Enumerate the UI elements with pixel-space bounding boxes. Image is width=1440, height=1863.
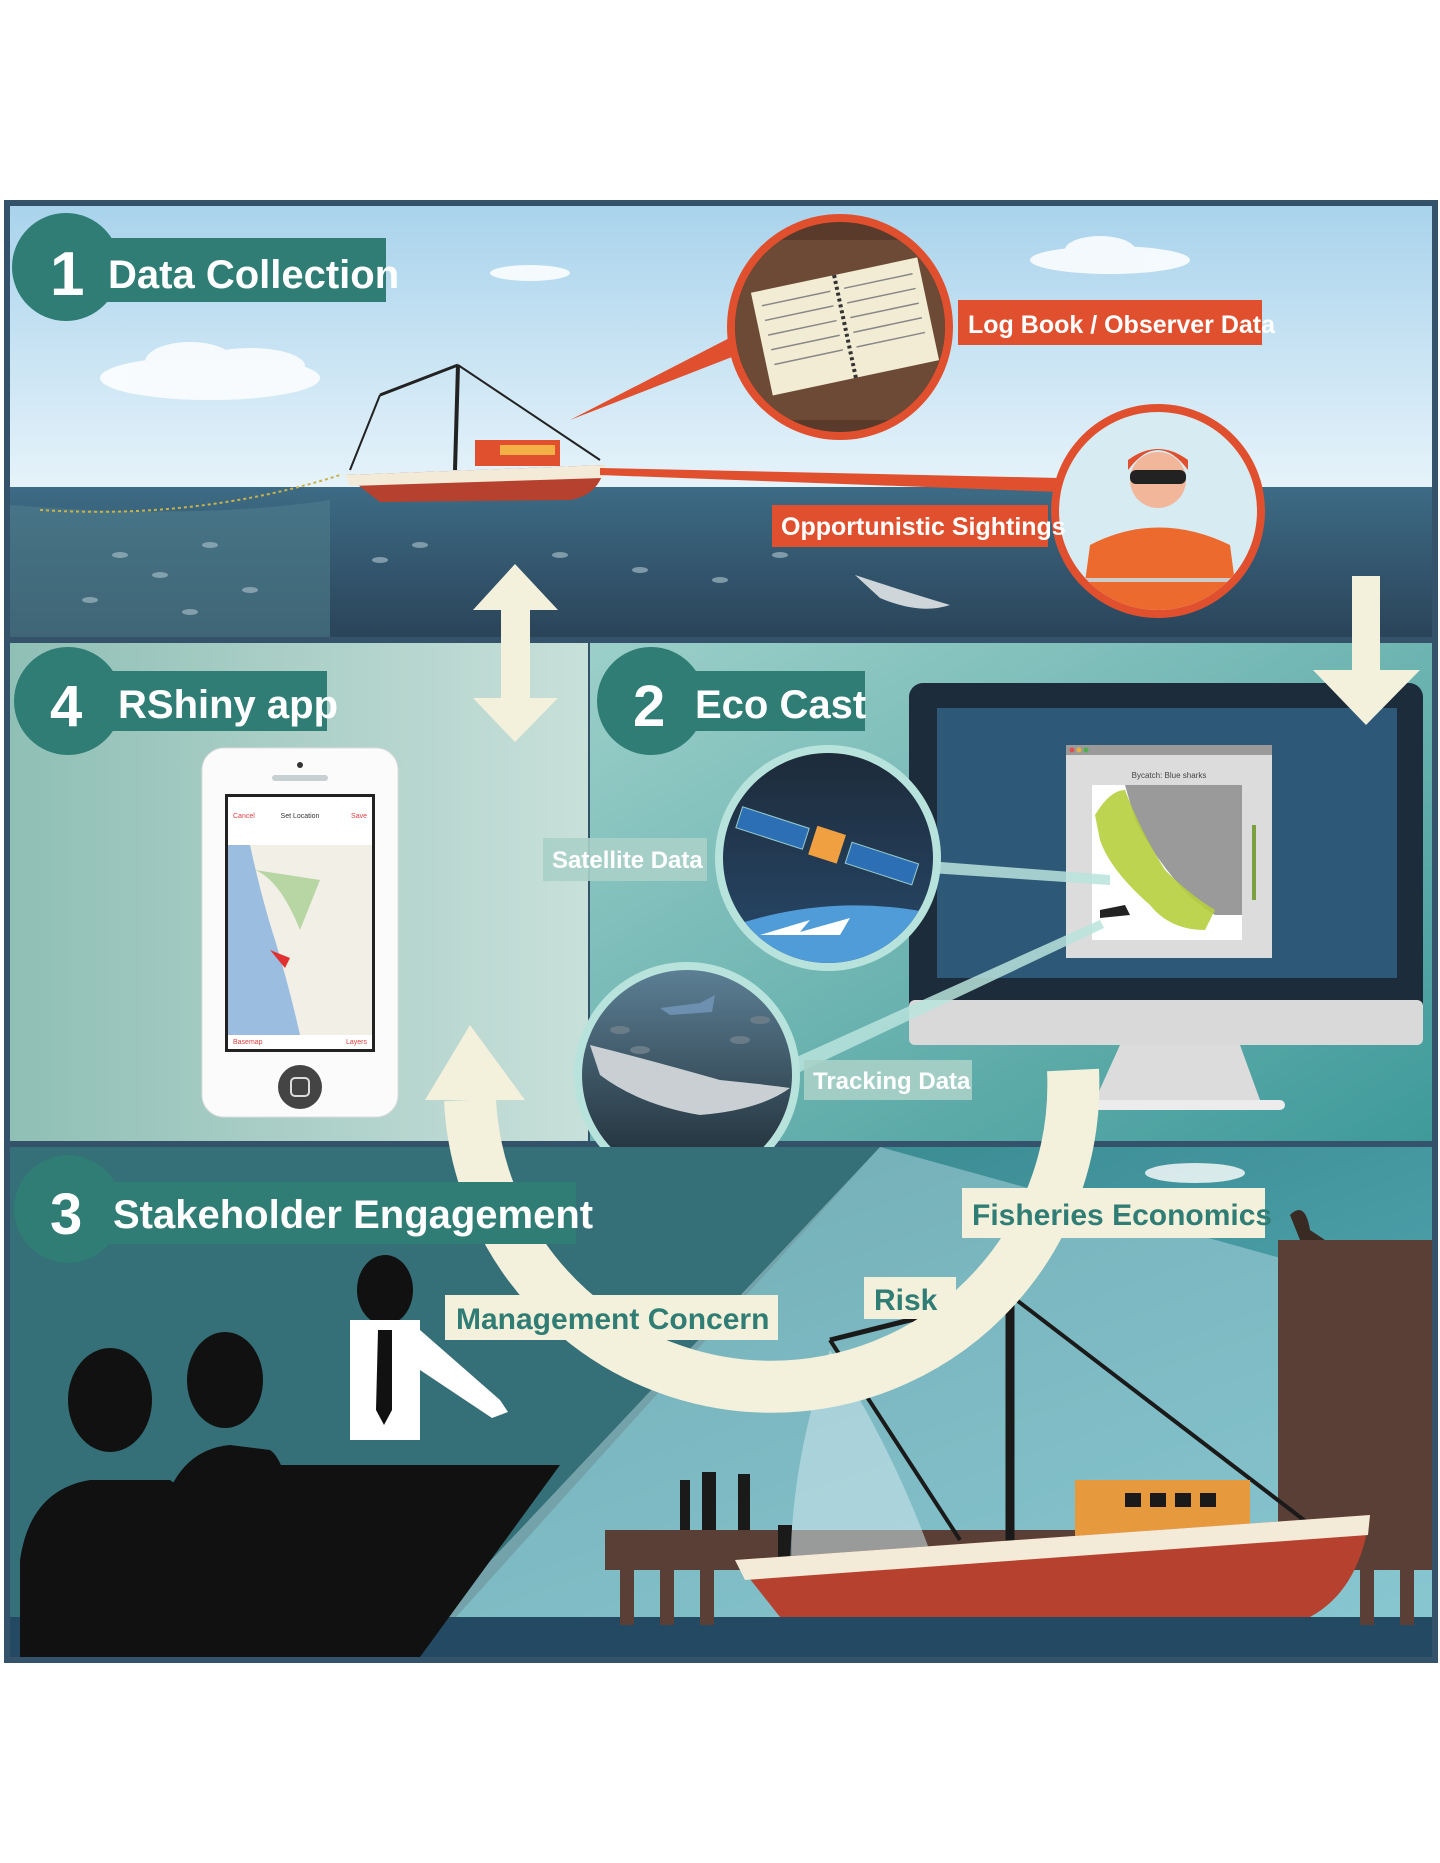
step-2-badge [597,647,705,755]
rshiny-title: RShiny app [118,683,338,727]
monitor-chart-title: Bycatch: Blue sharks [1132,771,1207,780]
step-1-badge [12,213,120,321]
whale-icon [855,575,950,609]
panel-data-collection: Log Book / Observer Data Opportunistic S… [10,206,1432,637]
observer-circle [1051,404,1265,618]
fish-school [82,542,788,615]
people-on-pier [680,1472,792,1565]
sightings-label-box [772,505,1048,547]
phone-mockup: Cancel Set Location Save Basemap Layers [201,747,399,1118]
phone-layers-button[interactable]: Layers [346,1039,368,1046]
phone-basemap-button[interactable]: Basemap [233,1039,263,1046]
phone-title: Set Location [281,813,320,820]
satellite-circle [715,745,941,971]
monitor: Bycatch: Blue sharks [909,683,1423,1110]
step-2-number: 2 [633,674,665,739]
logbook-label: Log Book / Observer Data [968,311,1276,339]
bidirectional-arrow-icon [473,564,558,742]
cloud-icon [100,236,1190,400]
stakeholder-silhouettes [20,1255,560,1657]
step-1-number: 1 [50,240,84,309]
tracking-label: Tracking Data [813,1068,971,1095]
stakeholder-engagement-title: Stakeholder Engagement [113,1193,593,1237]
phone-save-button[interactable]: Save [351,813,367,820]
sightings-label: Opportunistic Sightings [781,513,1066,541]
whale-icon [590,1045,790,1115]
satellite-icon [735,806,920,886]
cycle-arrowhead-icon [425,1025,525,1100]
pelican-icon [1290,1210,1325,1240]
fisheries-economics-label: Fisheries Economics [972,1199,1272,1232]
eco-cast-title: Eco Cast [695,683,866,727]
step-4-number: 4 [50,674,82,739]
data-collection-title: Data Collection [108,253,399,297]
risk-label: Risk [874,1284,938,1317]
step-3-number: 3 [50,1182,82,1247]
satellite-label: Satellite Data [552,847,703,874]
shark-icon [1100,905,1130,918]
logbook-circle [727,214,953,440]
management-concern-label: Management Concern [456,1303,769,1336]
step-4-badge [14,647,122,755]
phone-home-button [278,1065,322,1109]
tracking-circle [574,962,800,1188]
fishing-boat [345,363,605,502]
binoculars-icon [1130,470,1186,484]
step-3-badge [14,1155,122,1263]
logbook-label-box [958,300,1262,345]
phone-cancel-button[interactable]: Cancel [233,813,255,820]
tuna-icon [660,995,715,1015]
down-arrow-icon [1313,576,1420,725]
